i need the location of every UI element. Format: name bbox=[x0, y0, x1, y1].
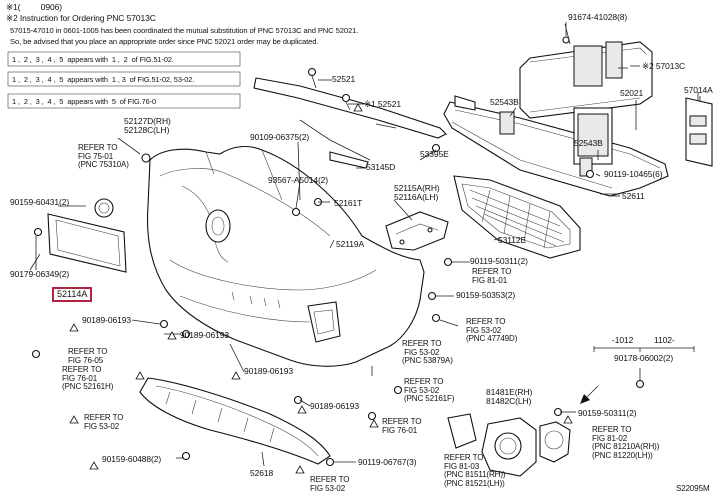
footnote-2-line2: So, be advised that you place an appropr… bbox=[10, 37, 319, 46]
label-81481e-rh[interactable]: 81481E(RH) bbox=[486, 387, 533, 397]
label-90159-60431[interactable]: 90159-60431(2) bbox=[10, 197, 70, 207]
label-90119-10465[interactable]: 90119-10465(6) bbox=[604, 169, 663, 179]
label-93567-a5014[interactable]: 93567-A5014(2) bbox=[268, 175, 329, 185]
label-90189-06193-c[interactable]: 90189-06193 bbox=[244, 366, 294, 376]
refer-fig-53-02-52161f[interactable]: REFER TO FIG 53-02 (PNC 52161F) bbox=[404, 377, 455, 404]
footnote-2-line1: 57015-47010 in 0601-1005 has been coordi… bbox=[10, 26, 359, 35]
refer-fig-81-02[interactable]: REFER TO FIG 81-02 (PNC 81210A(RH)) (PNC… bbox=[592, 425, 660, 460]
note-triangles bbox=[69, 103, 573, 474]
note-line-2: 1 , 2 , 3 , 4 , 5 appears with 1 , 3 of … bbox=[12, 75, 195, 84]
note-line-3: 1 , 2 , 3 , 4 , 5 appears with 5 of FIG.… bbox=[12, 97, 157, 106]
bumper-side-bracket-52115a bbox=[385, 211, 449, 251]
leader-lines bbox=[29, 22, 701, 467]
label-90109-06375[interactable]: 90109-06375(2) bbox=[250, 132, 310, 142]
label-90189-06193-d[interactable]: 90189-06193 bbox=[310, 401, 360, 411]
label-81482c-lh[interactable]: 81482C(LH) bbox=[486, 396, 532, 406]
label-90119-06767[interactable]: 90119-06767(3) bbox=[358, 457, 417, 467]
label-90189-06193-a[interactable]: 90189-06193 bbox=[82, 315, 132, 325]
label-90179-06349[interactable]: 90179-06349(2) bbox=[10, 269, 70, 279]
label-52116a-lh[interactable]: 52116A(LH) bbox=[394, 192, 439, 202]
label-57014a[interactable]: 57014A bbox=[684, 85, 713, 95]
refer-fig-53-02-53879a[interactable]: REFER TO FIG 53-02 (PNC 53879A) bbox=[402, 339, 453, 366]
fasteners bbox=[31, 153, 645, 467]
label-53112e[interactable]: 53112E bbox=[498, 235, 527, 245]
label-53145d[interactable]: 53145D bbox=[366, 162, 396, 172]
note-frames bbox=[7, 51, 241, 109]
front-bumper-reinforcement-52021 bbox=[443, 101, 669, 197]
refer-fig-53-02-c[interactable]: REFER TO FIG 53-02 bbox=[84, 413, 124, 431]
refer-fig-76-01-52161h[interactable]: REFER TO FIG 76-01 (PNC 52161H) bbox=[62, 365, 114, 392]
label-90178-06002[interactable]: 90178-06002(2) bbox=[614, 353, 674, 363]
label-53395e[interactable]: 53395E bbox=[420, 149, 449, 159]
label-range-from-1102: 1102- bbox=[654, 335, 675, 345]
lower-absorber-52618 bbox=[139, 377, 331, 465]
label-90189-06193-b[interactable]: 90189-06193 bbox=[180, 330, 230, 340]
garnish-strip-53395e bbox=[299, 119, 441, 169]
label-range-until-1012: -1012 bbox=[612, 335, 634, 345]
label-57013c[interactable]: ※2 57013C bbox=[642, 61, 686, 71]
label-90159-50311[interactable]: 90159-50311(2) bbox=[578, 408, 637, 418]
illustration-code: S22095M bbox=[676, 484, 710, 493]
refer-fig-53-02-47749d[interactable]: REFER TO FIG 53-02 (PNC 47749D) bbox=[466, 317, 518, 344]
label-52115a-rh[interactable]: 52115A(RH) bbox=[394, 183, 440, 193]
footnote-2-title: ※2 Instruction for Ordering PNC 57013C bbox=[6, 13, 156, 23]
refer-fig-53-02-e[interactable]: REFER TO FIG 53-02 bbox=[310, 475, 350, 493]
label-52521[interactable]: 52521 bbox=[332, 74, 356, 84]
lower-grille-53112e bbox=[453, 175, 581, 259]
fog-lamp-81481e bbox=[481, 385, 599, 477]
label-52618[interactable]: 52618 bbox=[250, 468, 274, 478]
refer-fig-76-05[interactable]: REFER TO FIG 76-05 bbox=[68, 347, 108, 365]
refer-fig-76-01-b[interactable]: REFER TO FIG 76-01 bbox=[382, 417, 422, 435]
label-52611[interactable]: 52611 bbox=[622, 191, 645, 201]
label-52128c-lh[interactable]: 52128C(LH) bbox=[124, 125, 170, 135]
footnote-1: ※1( 0906) bbox=[6, 2, 62, 12]
label-52161t[interactable]: 52161T bbox=[334, 198, 363, 208]
label-52543b-upper[interactable]: 52543B bbox=[490, 97, 519, 107]
bumper-reinforcement-57013c bbox=[519, 23, 653, 119]
license-plate-bracket-52114a bbox=[33, 198, 127, 273]
front-bumper-cover-52119a bbox=[147, 145, 425, 367]
label-52127d-rh[interactable]: 52127D(RH) bbox=[124, 116, 171, 126]
fog-lamp-cover bbox=[447, 413, 477, 449]
refer-fig-75-01[interactable]: REFER TO FIG 75-01 (PNC 75310A) bbox=[78, 143, 129, 170]
refer-fig-81-01[interactable]: REFER TO FIG 81-01 bbox=[472, 267, 512, 285]
label-52114a-highlighted[interactable]: 52114A bbox=[52, 287, 93, 302]
label-52521-note1[interactable]: ※1 52521 bbox=[364, 99, 402, 109]
bracket-57014a bbox=[685, 92, 713, 167]
label-90159-50353[interactable]: 90159-50353(2) bbox=[456, 290, 516, 300]
label-90159-60488[interactable]: 90159-60488(2) bbox=[102, 454, 162, 464]
label-52119a[interactable]: 52119A bbox=[336, 239, 365, 249]
note-line-1: 1 , 2 , 3 , 4 , 5 appears with 1 , 2 of … bbox=[12, 55, 174, 64]
absorber-52611 bbox=[454, 95, 620, 195]
label-91674-41028[interactable]: 91674-41028(8) bbox=[568, 12, 628, 22]
label-52021[interactable]: 52021 bbox=[620, 88, 644, 98]
label-90119-50311[interactable]: 90119-50311(2) bbox=[470, 256, 528, 266]
upper-retainer-52521 bbox=[253, 67, 447, 139]
refer-fig-81-03[interactable]: REFER TO FIG 81-03 (PNC 81511(RH)) (PNC … bbox=[444, 453, 506, 488]
label-52543b-lower[interactable]: 52543B bbox=[574, 138, 603, 148]
